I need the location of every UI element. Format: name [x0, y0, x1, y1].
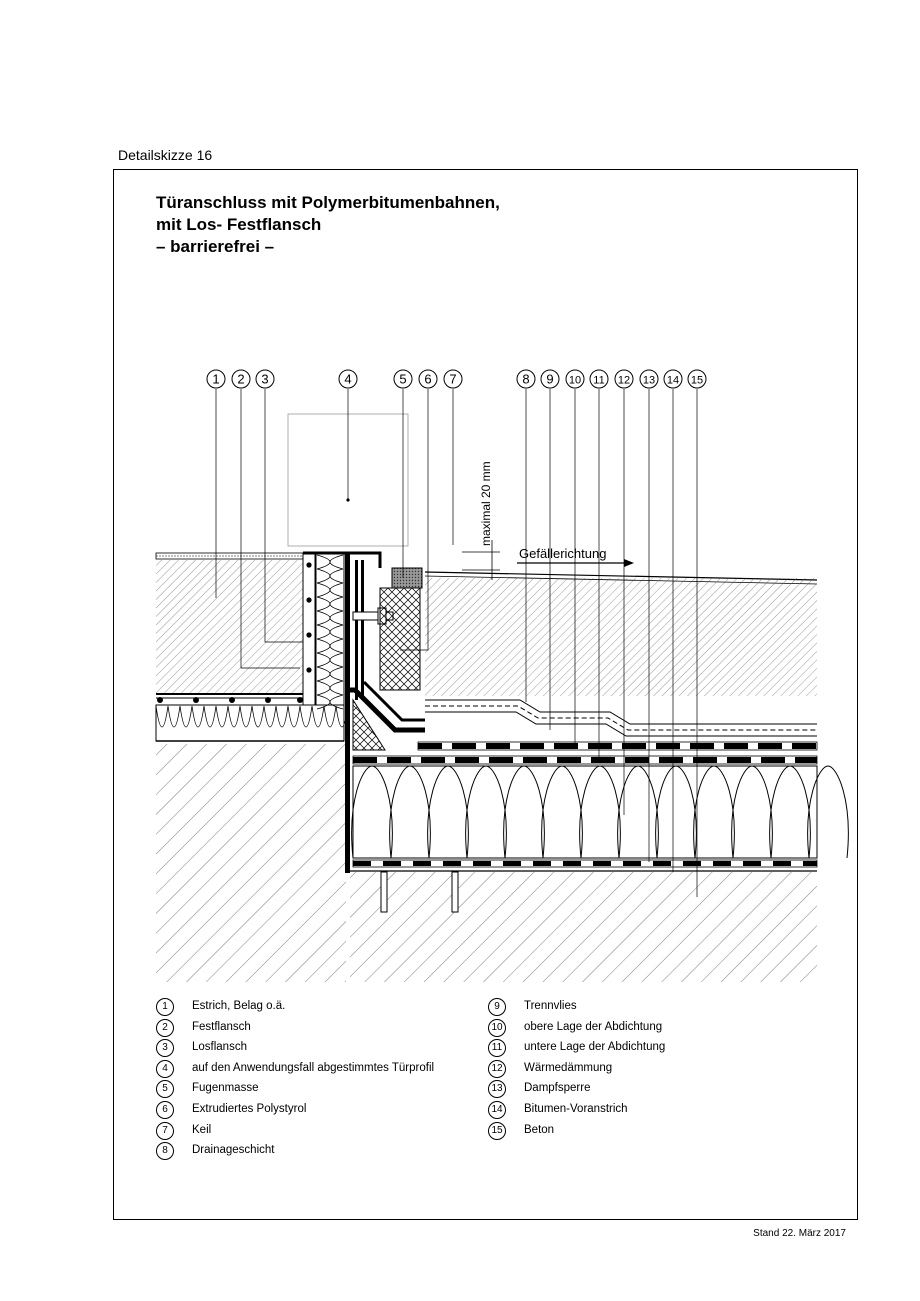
legend-text: auf den Anwendungsfall abgestimmtes Türp…	[192, 1061, 435, 1074]
callout-number-4: 4	[344, 372, 351, 387]
callout-circle-10	[565, 369, 585, 389]
legend-text: Festflansch	[192, 1020, 251, 1033]
legend-text: Bitumen-Voranstrich	[524, 1103, 628, 1115]
legend-text: Dampfsperre	[524, 1082, 591, 1095]
drawing-title: Türanschluss mit Polymerbitumenbahnen, m…	[156, 192, 500, 258]
callout-circle-15	[687, 369, 707, 389]
legend-text: Fugenmasse	[192, 1082, 259, 1095]
callout-number-14: 14	[667, 375, 679, 387]
callout-number-1: 1	[212, 372, 219, 387]
legend-number: 6	[156, 1101, 174, 1119]
legend-number: 10	[488, 1018, 506, 1037]
title-line-1: Türanschluss mit Polymerbitumenbahnen,	[156, 193, 500, 212]
slope-label: Gefällerichtung	[519, 546, 606, 561]
legend-number: 8	[156, 1142, 174, 1161]
legend-number: 2	[156, 1018, 174, 1037]
callout-number-10: 10	[569, 375, 581, 387]
callout-circle-7	[443, 369, 463, 389]
callout-circle-4	[338, 369, 358, 389]
legend-text: untere Lage der Abdichtung	[524, 1041, 666, 1054]
legend-number: 7	[156, 1121, 174, 1140]
left-floor-section	[155, 552, 349, 982]
callout-circle-2	[231, 369, 251, 389]
legend-text: Estrich, Belag o.ä.	[192, 1000, 286, 1012]
legend-text: Keil	[192, 1123, 212, 1136]
callout-number-9: 9	[546, 372, 553, 387]
legend-text: Wärmedämmung	[524, 1061, 613, 1074]
legend-text: Drainageschicht	[192, 1144, 275, 1157]
callout-number-6: 6	[424, 372, 431, 387]
legend-number: 11	[488, 1039, 506, 1058]
callout-leaders	[215, 389, 698, 897]
legend-number: 13	[488, 1080, 506, 1099]
callout-circle-6	[418, 369, 438, 389]
slope-direction: Gefällerichtung	[517, 546, 634, 567]
legend-number: 1	[156, 998, 174, 1016]
callout-number-13: 13	[643, 375, 655, 387]
dimension-label: maximal 20 mm	[479, 461, 493, 546]
legend-text: Beton	[524, 1123, 555, 1136]
title-line-3: – barrierefrei –	[156, 237, 275, 256]
callout-circle-1	[206, 369, 226, 389]
legend-text: Extrudiertes Polystyrol	[192, 1103, 307, 1115]
callout-number-2: 2	[237, 372, 244, 387]
legend-text: Trennvlies	[524, 1000, 577, 1012]
legend-number: 5	[156, 1080, 174, 1099]
callout-number-8: 8	[522, 372, 529, 387]
callout-number-5: 5	[399, 372, 406, 387]
flange-assembly	[302, 551, 425, 873]
callout-circle-3	[255, 369, 275, 389]
callout-number-15: 15	[691, 375, 703, 387]
callout-circle-13	[639, 369, 659, 389]
legend-number: 15	[488, 1121, 506, 1140]
revision-date: Stand 22. März 2017	[753, 1228, 846, 1239]
right-floor-section	[345, 571, 849, 982]
callout-circle-14	[663, 369, 683, 389]
callout-number-12: 12	[618, 375, 630, 387]
legend-number: 9	[488, 998, 506, 1016]
callout-number-7: 7	[449, 372, 456, 387]
callout-circle-8	[516, 369, 536, 389]
drawing-frame	[113, 169, 858, 1220]
callout-circle-11	[589, 369, 609, 389]
callout-circle-12	[614, 369, 634, 389]
legend-text: obere Lage der Abdichtung	[524, 1020, 663, 1033]
sketch-label: Detailskizze 16	[118, 147, 213, 163]
dimension-max-20mm: maximal 20 mm	[462, 461, 500, 580]
legend-number: 4	[156, 1059, 174, 1078]
title-line-2: mit Los- Festflansch	[156, 215, 322, 234]
callout-circle-5	[393, 369, 413, 389]
callout-circle-9	[540, 369, 560, 389]
legend-text: Losflansch	[192, 1041, 247, 1054]
legend-number: 12	[488, 1059, 506, 1078]
legend-number: 3	[156, 1039, 174, 1058]
legend-number: 14	[488, 1101, 506, 1119]
callout-number-11: 11	[593, 375, 604, 387]
callout-number-3: 3	[261, 372, 268, 387]
